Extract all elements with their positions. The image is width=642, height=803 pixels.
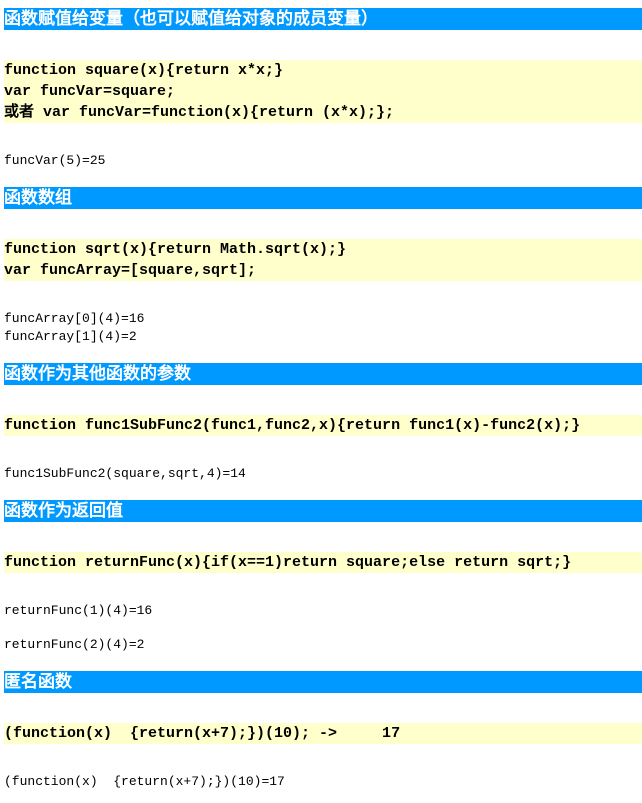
section-heading-anonymous: 匿名函数 [4, 671, 642, 693]
section-heading-assign: 函数赋值给变量（也可以赋值给对象的成员变量） [4, 8, 642, 30]
code-block-param: function func1SubFunc2(func1,func2,x){re… [4, 415, 642, 436]
code-line: 或者 var funcVar=function(x){return (x*x);… [4, 104, 395, 121]
code-line: function sqrt(x){return Math.sqrt(x);} [4, 241, 347, 258]
code-block-array: function sqrt(x){return Math.sqrt(x);} v… [4, 239, 642, 281]
code-line: var funcArray=[square,sqrt]; [4, 262, 257, 279]
code-block-assign: function square(x){return x*x;} var func… [4, 60, 642, 123]
output-line: funcArray[1](4)=2 [4, 329, 137, 344]
code-block-return: function returnFunc(x){if(x==1)return sq… [4, 552, 642, 573]
section-heading-return: 函数作为返回值 [4, 500, 642, 522]
code-line: function func1SubFunc2(func1,func2,x){re… [4, 417, 581, 434]
output-line: (function(x) {return(x+7);})(10)=17 [4, 774, 285, 789]
section-heading-array: 函数数组 [4, 187, 642, 209]
code-line: function returnFunc(x){if(x==1)return sq… [4, 554, 572, 571]
output-line: returnFunc(1)(4)=16 [4, 603, 153, 618]
output-line: func1SubFunc2(square,sqrt,4)=14 [4, 466, 246, 481]
output-line: funcArray[0](4)=16 [4, 311, 145, 326]
output-line: returnFunc(2)(4)=2 [4, 637, 145, 652]
code-block-anonymous: (function(x) {return(x+7);})(10); -> 17 [4, 723, 642, 744]
code-line: var funcVar=square; [4, 83, 176, 100]
code-line: (function(x) {return(x+7);})(10); -> 17 [4, 725, 401, 742]
output-line: funcVar(5)=25 [4, 153, 106, 168]
code-line: function square(x){return x*x;} [4, 62, 284, 79]
section-heading-param: 函数作为其他函数的参数 [4, 363, 642, 385]
